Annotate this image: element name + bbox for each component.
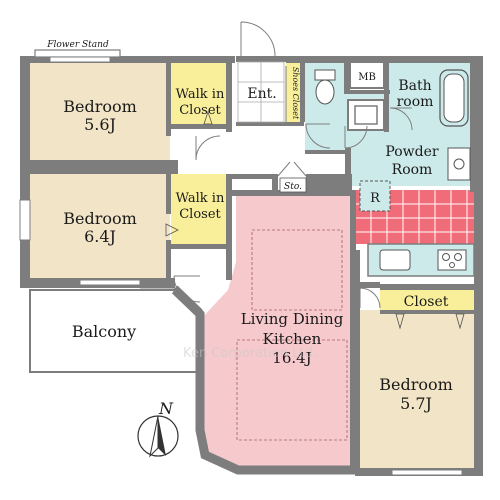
refrigerator-label: R <box>370 191 381 206</box>
watermark: Ken Corporation Ltd. <box>183 346 317 361</box>
storage-label: Sto. <box>284 182 302 192</box>
washer <box>347 99 385 131</box>
north-label: N <box>158 399 174 418</box>
shoes-closet <box>286 62 304 124</box>
bedroom-1-name: Bedroom <box>63 97 137 116</box>
bedroom-2-name: Bedroom <box>63 209 137 228</box>
bedroom-2 <box>30 174 170 278</box>
walk-in-closet-2 <box>171 174 228 246</box>
mb-label: MB <box>358 72 376 83</box>
walk-in-closet-1 <box>171 62 228 128</box>
powder-room-line1: Powder <box>385 144 439 160</box>
flower-stand-label: Flower Stand <box>46 40 109 50</box>
powder-room-line2: Room <box>392 162 433 178</box>
stove-icon <box>437 249 467 271</box>
bathroom-line1: Bath <box>398 78 431 94</box>
entrance-label: Ent. <box>247 86 276 102</box>
shoes-closet-label: Shoes Closet <box>291 67 300 120</box>
bedroom-1-size: 5.6J <box>84 115 116 134</box>
bedroom-1 <box>30 62 170 160</box>
balcony-label: Balcony <box>72 322 136 341</box>
toilet-icon <box>314 69 336 81</box>
bedroom-3-size: 5.7J <box>400 394 432 413</box>
living-dining-kitchen <box>200 196 355 470</box>
refrigerator <box>359 180 391 212</box>
wic-1-line1: Walk in <box>176 87 225 102</box>
ldk-size: 16.4J <box>272 349 311 367</box>
storage-box <box>279 177 307 193</box>
bedroom-2-size: 6.4J <box>84 227 116 246</box>
ldk-line2: Kitchen <box>263 330 322 348</box>
bathroom-line2: room <box>397 94 434 110</box>
bedroom-3-name: Bedroom <box>379 375 453 394</box>
wic-2-line1: Walk in <box>176 191 225 206</box>
sink-icon <box>379 249 411 271</box>
compass-icon <box>137 415 179 458</box>
ldk-line1: Living Dining <box>241 310 344 328</box>
closet <box>380 288 474 312</box>
washbasin-icon <box>447 147 471 181</box>
wic-2-line2: Closet <box>179 207 221 222</box>
wic-1-line2: Closet <box>179 103 221 118</box>
bedroom-3 <box>357 310 474 470</box>
closet-label: Closet <box>404 294 449 310</box>
flower-stand <box>34 49 121 58</box>
